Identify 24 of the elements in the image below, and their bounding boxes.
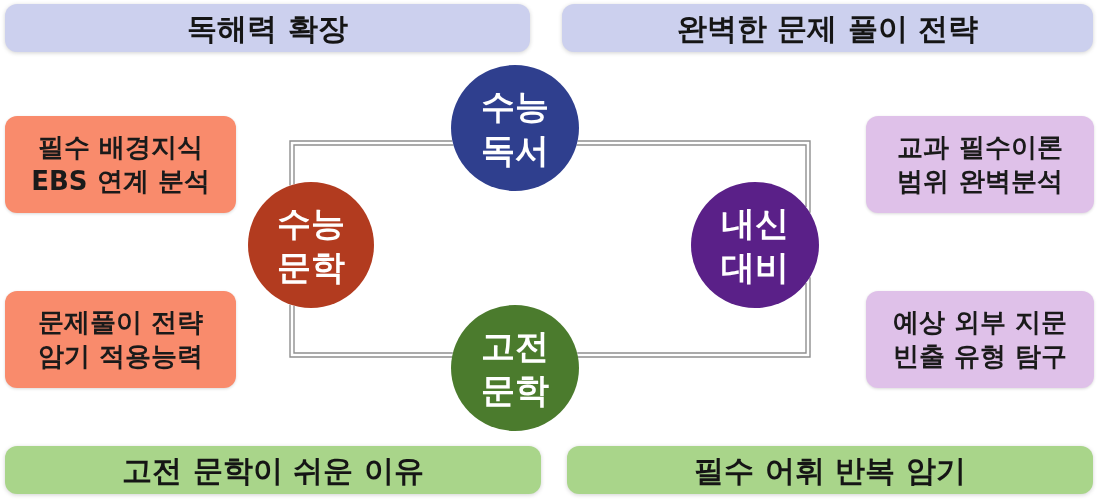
connector-line — [289, 140, 455, 187]
card-text: 문제풀이 전략 암기 적용능력 — [36, 305, 205, 373]
topic-banner — [562, 4, 1093, 52]
circle-label: 수능 독서 — [480, 84, 550, 172]
banner-text: 독해력 확장 — [187, 9, 348, 48]
card-text: 교과 필수이론 범위 완벽분석 — [896, 130, 1064, 198]
topic-card — [866, 116, 1094, 213]
circle-label: 수능 문학 — [276, 201, 346, 289]
banner-text: 고전 문학이 쉬운 이유 — [122, 451, 424, 490]
connector-line — [575, 140, 811, 214]
connector-line — [576, 276, 811, 358]
circle-label: 고전 문학 — [480, 324, 550, 412]
circle-label: 내신 대비 — [720, 201, 790, 289]
connector-line — [289, 303, 454, 358]
card-text: 필수 배경지식 EBS 연계 분석 — [30, 130, 211, 198]
topic-banner — [5, 446, 541, 494]
topic-banner — [5, 4, 530, 52]
banner-text: 필수 어휘 반복 암기 — [694, 451, 966, 490]
card-text: 예상 외부 지문 빈출 유형 탐구 — [891, 305, 1069, 373]
topic-card — [5, 116, 236, 213]
topic-banner — [567, 446, 1093, 494]
topic-card — [5, 291, 236, 388]
banner-text: 완벽한 문제 풀이 전략 — [676, 9, 979, 48]
topic-card — [866, 291, 1094, 388]
